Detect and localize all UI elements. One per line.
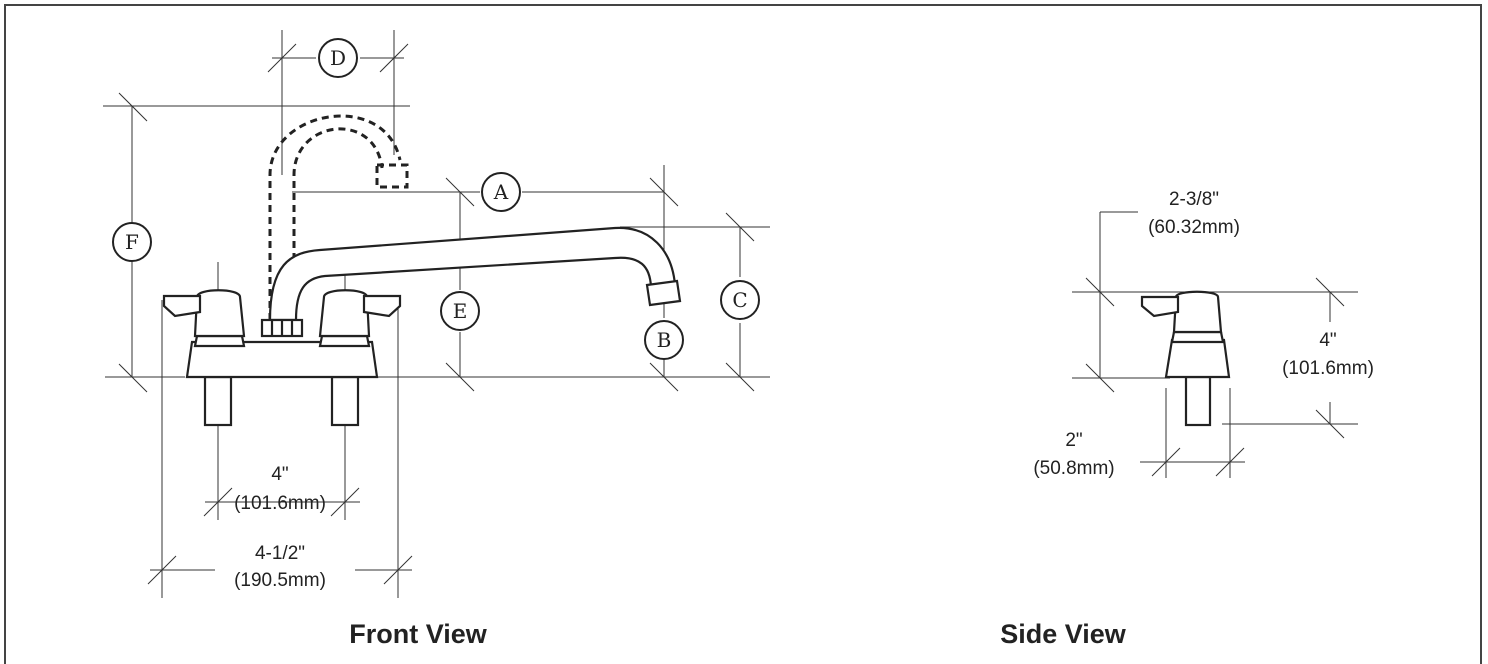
b-tick-bottom bbox=[649, 362, 679, 392]
callout-f-label: F bbox=[125, 230, 139, 254]
handle-lever-left bbox=[162, 294, 202, 318]
handle-lever-right bbox=[362, 294, 402, 318]
side-shank-inch: 2" bbox=[1065, 430, 1082, 451]
faucet-deck-body bbox=[185, 340, 379, 379]
d-tick-right bbox=[379, 43, 409, 73]
side-shank-tick-left bbox=[1151, 447, 1181, 477]
callout-e-circle bbox=[440, 291, 480, 331]
shank-left bbox=[203, 375, 233, 427]
callout-c-circle bbox=[720, 280, 760, 320]
side-tick-mid bbox=[1085, 277, 1115, 307]
callout-b-label: B bbox=[657, 328, 672, 352]
side-shank bbox=[1184, 375, 1212, 427]
side-height-inch: 4" bbox=[1319, 330, 1336, 351]
shank-right bbox=[330, 375, 360, 427]
spout-aerator bbox=[645, 279, 682, 307]
centers-dim-inch: 4" bbox=[271, 464, 288, 485]
side-depth-mm: (60.32mm) bbox=[1148, 217, 1240, 238]
side-view-caption: Side View bbox=[1000, 619, 1127, 649]
overall-tick-right bbox=[383, 555, 413, 585]
side-height-mm: (101.6mm) bbox=[1282, 358, 1374, 379]
side-tick-bottom bbox=[1085, 363, 1115, 393]
f-tick-top bbox=[118, 92, 148, 122]
c-tick-bottom bbox=[725, 362, 755, 392]
callout-c-label: C bbox=[732, 288, 747, 312]
side-shank-tick-right bbox=[1215, 447, 1245, 477]
callout-e-label: E bbox=[453, 299, 468, 323]
drawing-frame bbox=[4, 4, 1482, 664]
side-body bbox=[1164, 338, 1231, 379]
handle-left bbox=[193, 289, 246, 338]
side-handle-lever bbox=[1140, 295, 1180, 318]
gooseneck-spout-alternate bbox=[268, 114, 409, 320]
handle-right bbox=[318, 289, 371, 338]
overall-tick-left bbox=[147, 555, 177, 585]
callout-d-label: D bbox=[330, 46, 346, 70]
side-handle-base bbox=[1170, 330, 1225, 344]
callout-a-label: A bbox=[493, 180, 509, 204]
c-tick-top bbox=[725, 212, 755, 242]
side-handle bbox=[1172, 290, 1223, 334]
d-tick-left bbox=[267, 43, 297, 73]
centers-tick-right bbox=[330, 487, 360, 517]
e-tick-bottom bbox=[445, 362, 475, 392]
callout-a-circle bbox=[481, 172, 521, 212]
handle-base-right bbox=[318, 334, 371, 348]
front-view-caption: Front View bbox=[349, 619, 488, 649]
centers-dim-mm: (101.6mm) bbox=[234, 493, 326, 514]
side-shank-mm: (50.8mm) bbox=[1033, 458, 1114, 479]
callout-b-circle bbox=[644, 320, 684, 360]
side-height-tick-top bbox=[1315, 277, 1345, 307]
handle-base-left bbox=[193, 334, 246, 348]
f-tick-bottom bbox=[118, 363, 148, 393]
callout-d-circle bbox=[318, 38, 358, 78]
callout-f-circle bbox=[112, 222, 152, 262]
overall-dim-mm: (190.5mm) bbox=[234, 570, 326, 591]
centers-tick-left bbox=[203, 487, 233, 517]
side-depth-inch: 2-3/8" bbox=[1169, 189, 1219, 210]
overall-dim-inch: 4-1/2" bbox=[255, 543, 305, 564]
